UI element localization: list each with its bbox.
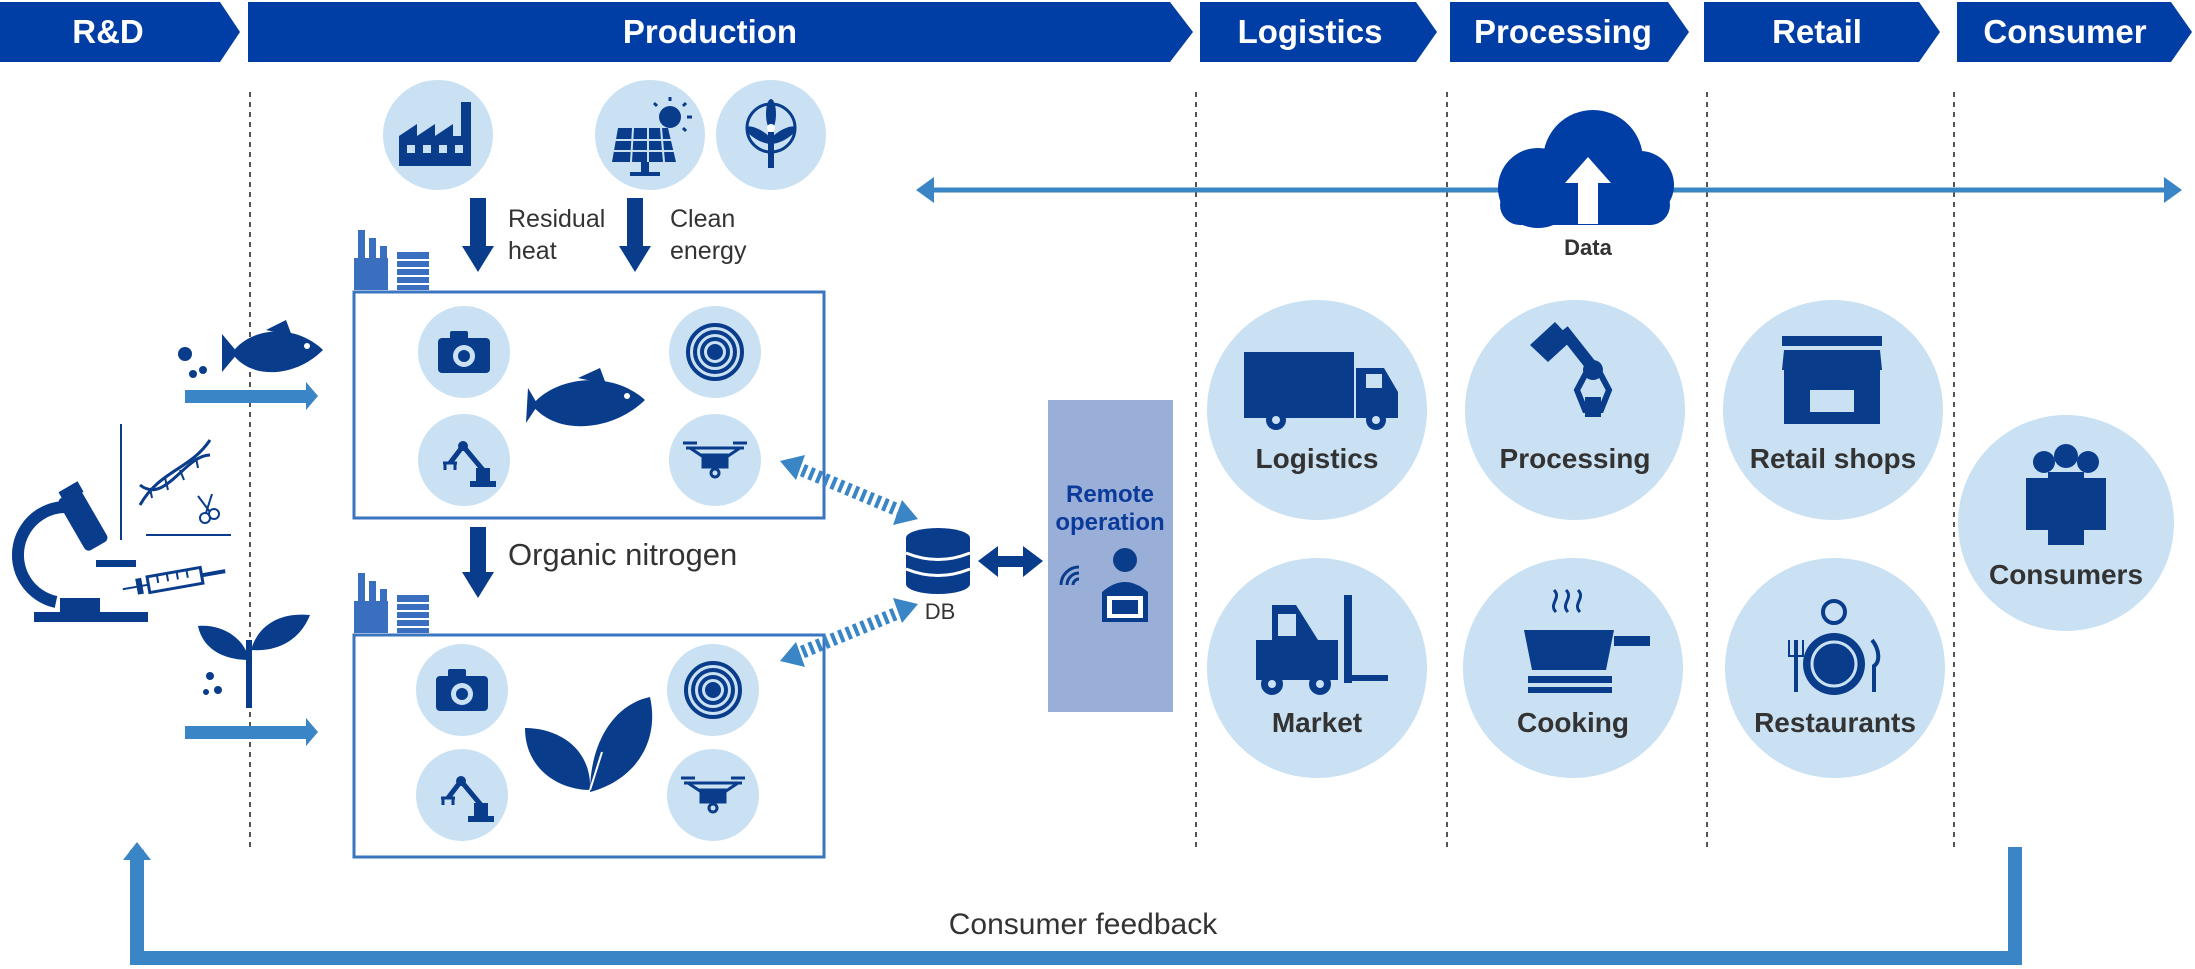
- node-retail-shops-label: Retail shops: [1750, 443, 1916, 474]
- truck-icon: [1244, 352, 1398, 430]
- node-restaurants-label: Restaurants: [1754, 707, 1916, 738]
- sensor-icon: [686, 323, 744, 381]
- node-cooking-label: Cooking: [1517, 707, 1629, 738]
- stage-logistics-banner: [1200, 2, 1437, 62]
- stage-production-banner: [248, 2, 1193, 62]
- solar-source: [595, 80, 705, 190]
- db-label: DB: [925, 599, 956, 624]
- plant-icon-bottom: [354, 573, 429, 633]
- feed-bubbles-icon: [178, 347, 207, 378]
- db-bottom-link: [780, 598, 918, 667]
- remote-operation-panel: [1048, 400, 1173, 712]
- operator-icon: [1059, 548, 1148, 622]
- syringe-icon: [122, 565, 226, 595]
- stage-rd-banner: [0, 2, 240, 62]
- node-consumers-label: Consumers: [1989, 559, 2143, 590]
- solar-panel-icon: [612, 97, 692, 176]
- node-retail-shops: Retail shops: [1723, 300, 1943, 520]
- node-market: Market: [1207, 558, 1427, 778]
- rd-to-plant-arrow: [185, 718, 318, 746]
- node-consumers: Consumers: [1958, 415, 2174, 631]
- node-restaurants: Restaurants: [1725, 558, 1945, 778]
- node-processing-label: Processing: [1500, 443, 1651, 474]
- factory-icon: [399, 102, 471, 166]
- rd-to-fish-arrow: [185, 382, 318, 410]
- clean-energy-label-line2: energy: [670, 237, 747, 265]
- people-icon: [2026, 444, 2106, 545]
- stage-processing-banner: [1450, 2, 1689, 62]
- node-processing: Processing: [1465, 300, 1685, 520]
- residual-heat-label-line2: heat: [508, 237, 557, 265]
- camera-icon: [436, 669, 488, 711]
- database-icon: [905, 528, 971, 594]
- stage-retail-banner: [1704, 2, 1940, 62]
- camera-icon: [438, 331, 490, 373]
- dna-icon: [120, 424, 231, 540]
- factory-source: [383, 80, 493, 190]
- microscope-icon: [11, 481, 148, 622]
- wind-source: [716, 80, 826, 190]
- sprout-icon: [198, 614, 310, 708]
- fish-farm-robot-arm: [418, 414, 510, 506]
- fish-icon-farm: [526, 368, 645, 427]
- plant-farm-sensor: [667, 644, 759, 736]
- stage-label-logistics: Logistics: [1238, 13, 1383, 50]
- cloud-upload-icon: [1498, 110, 1674, 228]
- organic-nitrogen-arrow: [462, 527, 494, 598]
- fish-farm-camera: [418, 306, 510, 398]
- clean-energy-label-line1: Clean: [670, 205, 735, 233]
- forklift-icon: [1256, 595, 1388, 695]
- stage-header: R&D Production Logistics Processing Reta…: [0, 2, 2192, 62]
- data-flow: Data: [916, 110, 2182, 260]
- remote-operation-label-line2: operation: [1055, 509, 1164, 536]
- plant-farm-camera: [416, 644, 508, 736]
- plant-farm-drone: [667, 749, 759, 841]
- consumer-feedback-loop: [123, 842, 2022, 965]
- data-arrow-left-head: [916, 177, 934, 203]
- organic-nitrogen-label: Organic nitrogen: [508, 537, 737, 572]
- consumer-feedback-label: Consumer feedback: [949, 908, 1218, 941]
- fish-farm-drone: [669, 414, 761, 506]
- fish-farm-sensor: [669, 306, 761, 398]
- stage-consumer-banner: [1957, 2, 2192, 62]
- stage-label-processing: Processing: [1474, 13, 1652, 50]
- remote-operation-label-line1: Remote: [1066, 481, 1154, 508]
- cooking-pot-icon: [1524, 588, 1650, 693]
- fish-icon-rd: [222, 320, 323, 373]
- clean-energy-arrow: [619, 198, 651, 272]
- plant-farm-robot-arm: [416, 749, 508, 841]
- processing-robot-icon: [1530, 322, 1613, 417]
- node-logistics: Logistics: [1207, 300, 1427, 520]
- robot-arm-icon: [443, 441, 496, 487]
- scissors-icon: [197, 493, 220, 524]
- plant-icon-top: [354, 230, 429, 290]
- drone-icon: [683, 441, 747, 479]
- residual-heat-arrow: [462, 198, 494, 272]
- sensor-icon: [684, 661, 742, 719]
- data-arrow-right-head: [2164, 177, 2182, 203]
- data-label: Data: [1564, 235, 1612, 260]
- restaurant-icon: [1788, 599, 1881, 695]
- column-dividers: [249, 92, 1955, 852]
- drone-icon: [681, 776, 745, 814]
- node-cooking: Cooking: [1463, 558, 1683, 778]
- db-remote-arrow: [978, 546, 1043, 577]
- stage-label-retail: Retail: [1772, 13, 1862, 50]
- robot-arm-icon: [441, 776, 494, 822]
- node-market-label: Market: [1272, 707, 1362, 738]
- stage-label-production: Production: [623, 13, 797, 50]
- stage-label-rd: R&D: [72, 13, 144, 50]
- db-top-link: [780, 455, 918, 525]
- stage-label-consumer: Consumer: [1983, 13, 2146, 50]
- node-logistics-label: Logistics: [1256, 443, 1379, 474]
- leaves-icon: [525, 697, 653, 792]
- residual-heat-label-line1: Residual: [508, 205, 605, 233]
- wind-turbine-icon: [745, 99, 797, 168]
- shop-icon: [1782, 336, 1882, 424]
